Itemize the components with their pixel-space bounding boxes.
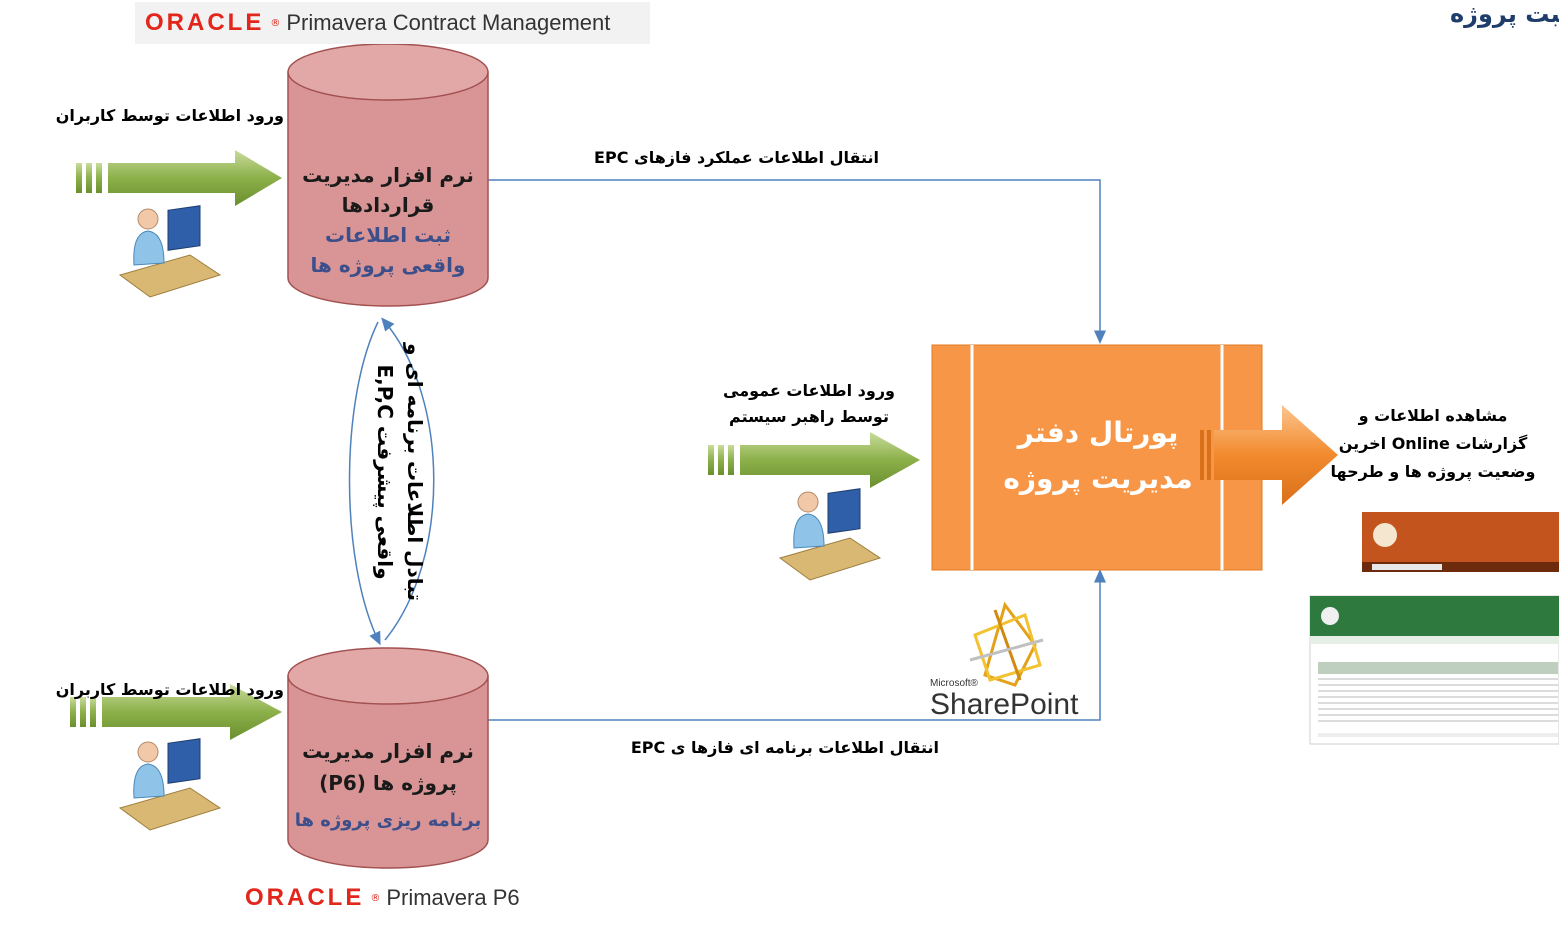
exchange-line2: واقعی پیشرفت E,P,C (373, 364, 397, 580)
oracle-brand-top: ORACLE (145, 9, 265, 36)
user-computer-icon-top (118, 205, 222, 298)
exchange-ellipse-left (348, 321, 381, 646)
contract-management-cylinder (287, 43, 489, 307)
epc-performance-connector (487, 179, 1106, 344)
oracle-contract-logo: ORACLE ® Primavera Contract Management (135, 2, 650, 44)
bottom-cylinder-label: نرم افزار مدیریت پروژه ها (P6) برنامه ری… (288, 735, 488, 837)
view-line2: گزارشات Online اخرین (1338, 434, 1528, 453)
top-cylinder-line3: ثبت اطلاعات (325, 223, 451, 247)
sharepoint-microsoft-text: Microsoft® (930, 678, 978, 689)
green-arrow-top (76, 150, 282, 206)
epc-performance-label: انتقال اطلاعات عملکرد فازهای EPC (594, 148, 879, 167)
exchange-ellipse-right (381, 317, 435, 641)
portal-screenshot-banner (1362, 512, 1559, 572)
user-computer-icon-bottom (118, 738, 222, 831)
orange-arrow (1200, 405, 1338, 505)
general-input-line2: توسط راهبر سیستم (729, 407, 889, 426)
top-cylinder-line4: واقعی پروژه ها (310, 253, 466, 277)
view-line3: وضعیت پروژه ها و طرحها (1330, 462, 1536, 481)
top-cylinder-label: نرم افزار مدیریت قراردادها ثبت اطلاعات و… (288, 160, 488, 280)
general-input-line1: ورود اطلاعات عمومی (723, 381, 895, 400)
exchange-line1: تبادل اطلاعات برنامه ای و (403, 343, 427, 601)
portal-screenshot-table (1309, 595, 1559, 745)
bottom-cylinder-line1: نرم افزار مدیریت (302, 739, 474, 763)
oracle-reg-bottom: ® (370, 892, 381, 904)
users-input-bottom-label: ورود اطلاعات توسط کاربران (55, 680, 284, 699)
oracle-p6-logo: ORACLE ® Primavera P6 (235, 878, 565, 918)
users-input-top-label: ورود اطلاعات توسط کاربران (55, 106, 284, 125)
sharepoint-name-text: SharePoint (930, 688, 1079, 721)
green-arrow-middle (708, 432, 920, 488)
oracle-product-top: Primavera Contract Management (286, 10, 611, 35)
oracle-brand-bottom: ORACLE (245, 884, 365, 911)
green-arrow-bottom (70, 684, 282, 740)
bottom-cylinder-line2: پروژه ها (P6) (319, 771, 457, 795)
bottom-cylinder-line3: برنامه ریزی پروژه ها (294, 810, 482, 831)
user-computer-icon-middle (778, 488, 882, 581)
epc-schedule-connector (487, 569, 1106, 721)
sharepoint-logo-icon (969, 601, 1044, 687)
epc-schedule-label: انتقال اطلاعات برنامه ای فازها ی EPC (630, 738, 939, 757)
p6-cylinder (287, 647, 489, 869)
portal-line2: مدیریت پروژه (1003, 462, 1193, 495)
view-reports-label: مشاهده اطلاعات و گزارشات Online اخرین وض… (1308, 402, 1558, 486)
top-cylinder-line1: نرم افزار مدیریت (302, 163, 474, 187)
page-title: ثبت پروژه (1450, 0, 1559, 28)
portal-label: پورتال دفتر مدیریت پروژه (975, 410, 1221, 502)
portal-line1: پورتال دفتر (1017, 416, 1179, 449)
general-input-label: ورود اطلاعات عمومی توسط راهبر سیستم (700, 378, 918, 430)
top-cylinder-line2: قراردادها (341, 193, 435, 217)
oracle-reg-top: ® (270, 17, 281, 29)
view-line1: مشاهده اطلاعات و (1358, 406, 1508, 425)
oracle-product-bottom: Primavera P6 (386, 885, 520, 910)
